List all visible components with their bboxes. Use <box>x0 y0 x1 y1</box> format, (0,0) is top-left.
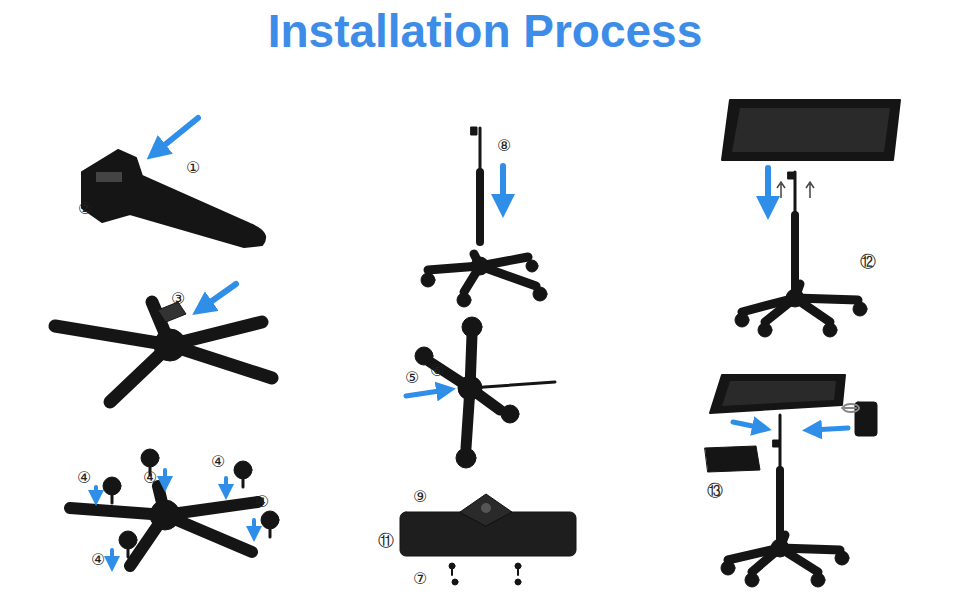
callout-number: ⑬ <box>707 483 723 499</box>
callout-number: ② <box>78 201 92 217</box>
callout-number: ① <box>186 160 200 176</box>
callout-number: ⑧ <box>497 138 511 154</box>
step-number: 2 <box>378 56 423 136</box>
callout-number: ④ <box>211 454 225 470</box>
callout-number: ⑥ <box>430 363 444 379</box>
title-heading: Installation Process <box>0 6 970 57</box>
step-number: 1 <box>69 56 114 136</box>
callout-number: ⑪ <box>378 533 394 549</box>
callout-number: ⑤ <box>405 370 419 386</box>
callout-number: ⑫ <box>860 254 876 270</box>
callout-number: ⑨ <box>413 489 427 505</box>
callout-number: ④ <box>255 494 269 510</box>
callout-number: ③ <box>171 291 185 307</box>
callout-number: ④ <box>143 470 157 486</box>
callout-number: ④ <box>91 552 105 568</box>
callout-number: ④ <box>77 470 91 486</box>
callout-number: ⑦ <box>413 571 427 587</box>
